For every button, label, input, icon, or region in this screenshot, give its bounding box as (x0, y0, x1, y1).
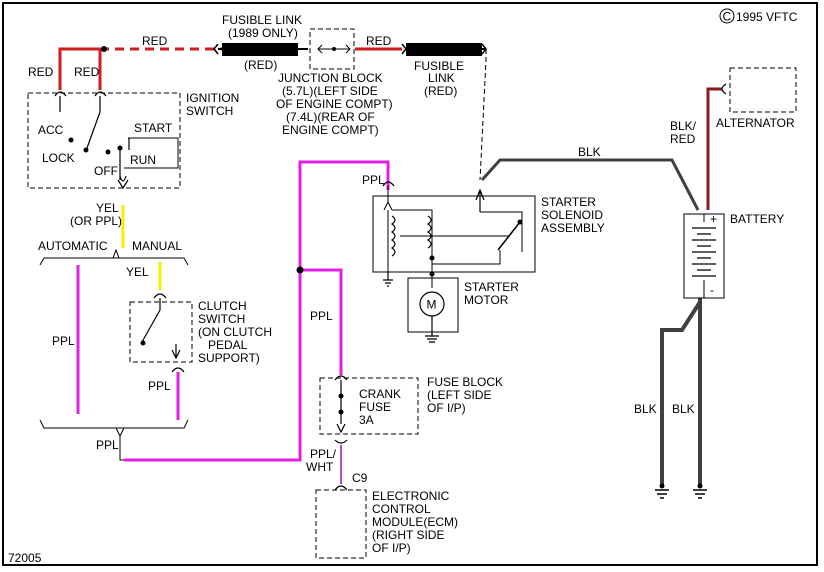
label-starter-motor-2: MOTOR (464, 293, 509, 307)
label-fuse-block-1: FUSE BLOCK (427, 375, 503, 389)
splice-red (101, 46, 107, 52)
label-crank-3: 3A (359, 413, 374, 427)
ppl-wire-bottom (124, 160, 390, 462)
splice-ppl (296, 266, 304, 274)
label-crank-2: FUSE (359, 400, 391, 414)
label-junction-5: ENGINE COMPT) (282, 123, 379, 137)
diagram-frame (2, 2, 818, 566)
label-fusible-link-2-3: (RED) (424, 84, 457, 98)
label-ppl-mid: PPL (310, 309, 333, 323)
label-ppl-wht-2: WHT (306, 460, 334, 474)
label-starter-solenoid-1: STARTER (541, 195, 596, 209)
label-ppl-bottom: PPL (96, 438, 119, 452)
alternator (721, 67, 797, 113)
label-clutch-4: PEDAL (208, 338, 248, 352)
label-battery: BATTERY (730, 212, 784, 226)
ignition-switch (27, 91, 181, 190)
label-run: RUN (130, 153, 156, 167)
label-clutch-1: CLUTCH (198, 299, 247, 313)
auto-manual-brace (39, 248, 189, 266)
label-fusible-link-2-1: FUSIBLE (414, 59, 464, 73)
label-acc: ACC (38, 123, 64, 137)
blk-wire-battery-solenoid (480, 158, 700, 211)
label-c9: C9 (352, 471, 368, 485)
label-blk-gnd-2: BLK (672, 402, 695, 416)
fuse-block (319, 375, 419, 444)
red-wire-ignition-left (58, 47, 102, 90)
label-red-top-right: RED (366, 34, 392, 48)
battery (683, 213, 725, 299)
red-wires (58, 47, 402, 90)
ppl-wires (76, 160, 390, 462)
label-red-paren: (RED) (244, 58, 277, 72)
label-junction-4: (7.4L)(REAR OF (286, 110, 375, 124)
blk-wires (480, 158, 702, 485)
label-lock: LOCK (42, 151, 75, 165)
ground-symbols (655, 483, 707, 499)
label-blk-gnd-1: BLK (634, 402, 657, 416)
label-ppl-solenoid: PPL (362, 173, 385, 187)
label-fusible-link-2-2: LINK (428, 71, 455, 85)
starter-solenoid (372, 181, 536, 287)
fusible-link-red (401, 43, 487, 56)
label-fusible-link-top-2: (1989 ONLY) (228, 26, 298, 40)
label-ignition-1: IGNITION (186, 91, 239, 105)
label-blk-red-2: RED (670, 132, 696, 146)
label-yel-or-ppl-1: YEL (96, 201, 119, 215)
label-ecm-2: CONTROL (372, 502, 431, 516)
junction-block (309, 28, 355, 70)
ppl-bottom-brace (39, 419, 189, 461)
label-red-left-1: RED (28, 65, 54, 79)
label-junction-3: OF ENGINE COMPT) (276, 97, 393, 111)
label-yel: YEL (126, 265, 149, 279)
clutch-switch (129, 293, 193, 373)
label-ignition-2: SWITCH (186, 104, 233, 118)
label-fusible-link-top-1: FUSIBLE LINK (222, 13, 302, 27)
label-clutch-3: (ON CLUTCH (198, 325, 272, 339)
blk-wire-battery-ground-left (660, 298, 702, 485)
ppl-wire-to-fuse (300, 268, 343, 375)
label-blk-red-1: BLK/ (670, 119, 697, 133)
label-ppl-clutch: PPL (148, 379, 171, 393)
label-ppl-left: PPL (52, 334, 75, 348)
starter-motor (407, 274, 459, 343)
ecm (315, 485, 367, 559)
label-junction-1: JUNCTION BLOCK (278, 71, 383, 85)
label-ecm-3: MODULE(ECM) (372, 515, 458, 529)
fusible-link-1989 (213, 43, 308, 56)
label-motor-symbol: M (427, 298, 437, 312)
label-battery-plus: + (710, 212, 717, 226)
label-ppl-wht-1: PPL/ (310, 447, 337, 461)
label-automatic: AUTOMATIC (38, 239, 108, 253)
copyright-icon (719, 8, 735, 24)
label-start: START (134, 121, 173, 135)
label-fuse-block-3: OF I/P) (427, 401, 466, 415)
copyright-symbol: C (723, 10, 732, 24)
label-clutch-2: SWITCH (198, 312, 245, 326)
label-off: OFF (94, 164, 118, 178)
label-red-top-mid: RED (142, 34, 168, 48)
label-starter-solenoid-2: SOLENOID (541, 208, 603, 222)
blkred-wire-alternator (706, 87, 722, 210)
label-manual: MANUAL (132, 239, 182, 253)
fusible-link-dashed-lead (479, 49, 487, 181)
label-fuse-block-2: (LEFT SIDE (427, 388, 491, 402)
label-ecm-1: ELECTRONIC (372, 489, 450, 503)
figure-id: 72005 (8, 551, 42, 565)
label-ecm-4: (RIGHT SIDE (372, 528, 444, 542)
label-starter-motor-1: STARTER (464, 280, 519, 294)
label-yel-or-ppl-2: (OR PPL) (70, 214, 122, 228)
label-red-left-2: RED (74, 65, 100, 79)
label-junction-2: (5.7L)(LEFT SIDE (282, 84, 378, 98)
label-clutch-5: SUPPORT) (198, 351, 260, 365)
copyright-text: 1995 VFTC (736, 10, 798, 24)
label-alternator: ALTERNATOR (716, 116, 795, 130)
label-crank-1: CRANK (359, 387, 401, 401)
label-ecm-5: OF I/P) (372, 541, 411, 555)
label-blk-top: BLK (578, 145, 601, 159)
label-starter-solenoid-3: ASSEMBLY (541, 221, 605, 235)
label-battery-minus: - (710, 283, 714, 297)
